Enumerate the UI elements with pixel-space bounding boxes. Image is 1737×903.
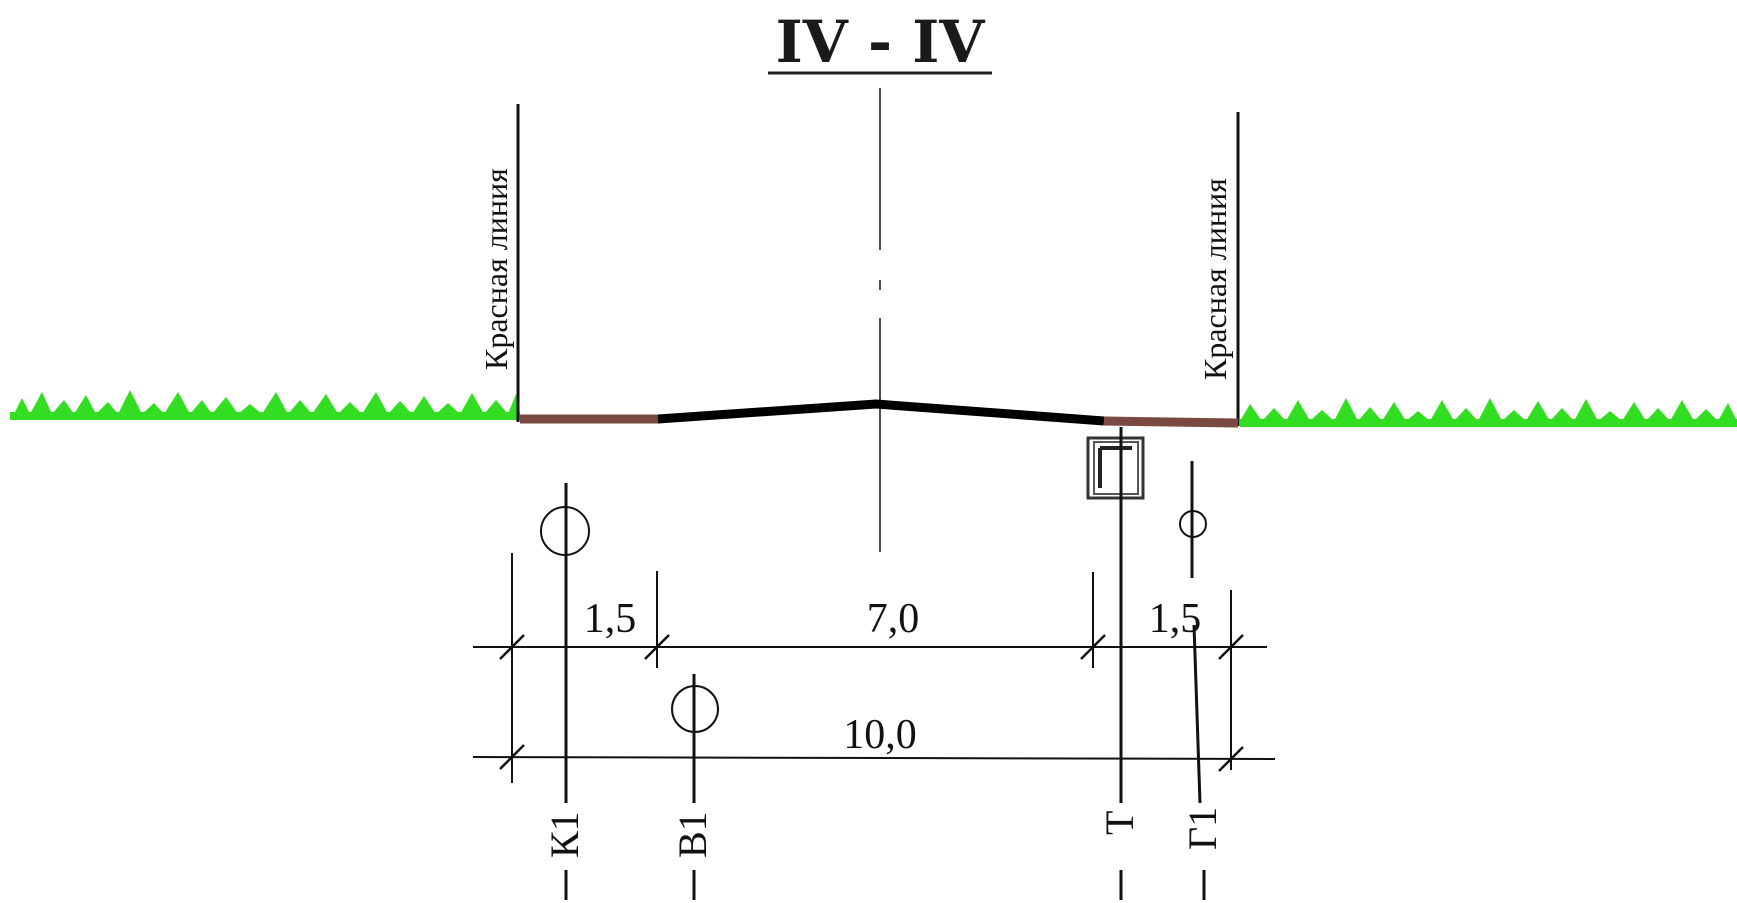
g1-leader-lower	[1192, 624, 1202, 804]
red-line-label-right: Красная линия	[1197, 178, 1233, 380]
dimension-extensions	[511, 553, 1232, 783]
dimension-ticks-top	[499, 634, 1244, 660]
dimension-ticks-bottom	[499, 744, 1244, 772]
utility-label-t: Т	[1097, 811, 1142, 835]
red-line-label-left: Красная линия	[478, 168, 514, 370]
grass-right	[1240, 398, 1737, 427]
dim-right-sidewalk: 1,5	[1149, 596, 1202, 642]
grass-left	[10, 390, 520, 420]
dim-total: 10,0	[843, 712, 917, 758]
utility-label-v1: В1	[670, 811, 715, 858]
dim-left-sidewalk: 1,5	[584, 596, 637, 642]
dim-carriageway: 7,0	[867, 596, 920, 642]
section-title: IV - IV	[776, 8, 986, 76]
utility-label-g1: Г1	[1180, 807, 1225, 850]
dimension-line-bottom	[472, 756, 1276, 760]
utility-label-k1: К1	[542, 811, 587, 858]
sidewalk-right	[1103, 416, 1239, 428]
heating-channel-icon	[1086, 436, 1145, 500]
carriageway	[657, 399, 1105, 426]
